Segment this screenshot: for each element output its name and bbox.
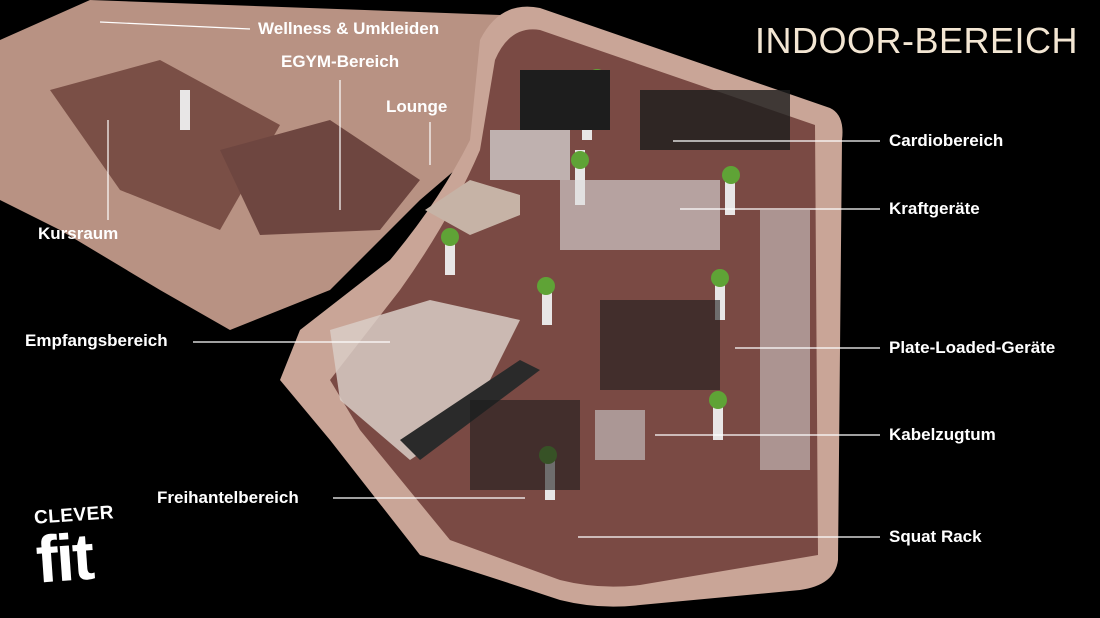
label-lounge: Lounge bbox=[386, 97, 448, 116]
label-kursraum: Kursraum bbox=[38, 224, 119, 243]
reception-block bbox=[330, 300, 520, 460]
label-kraft: Kraftgeräte bbox=[889, 199, 980, 218]
label-freihantel: Freihantelbereich bbox=[157, 488, 299, 507]
equipment bbox=[470, 70, 810, 490]
egym-floor bbox=[220, 120, 420, 235]
label-egym: EGYM-Bereich bbox=[281, 52, 400, 71]
lounge-area bbox=[425, 180, 520, 235]
label-wellness: Wellness & Umkleiden bbox=[258, 19, 440, 38]
page-title: INDOOR-BEREICH bbox=[755, 20, 1079, 61]
label-kabelzug: Kabelzugtum bbox=[889, 425, 996, 444]
leader-lines bbox=[99, 21, 880, 538]
label-empfang: Empfangsbereich bbox=[25, 331, 168, 350]
label-squat-rack: Squat Rack bbox=[889, 527, 982, 546]
clever-fit-logo: CLEVER fit bbox=[33, 502, 114, 597]
kursraum-floor bbox=[50, 60, 280, 230]
main-floor bbox=[330, 29, 818, 587]
label-cardio: Cardiobereich bbox=[889, 131, 1004, 150]
label-plate-loaded: Plate-Loaded-Geräte bbox=[889, 338, 1056, 357]
logo-bottom-text: fit bbox=[33, 518, 95, 597]
